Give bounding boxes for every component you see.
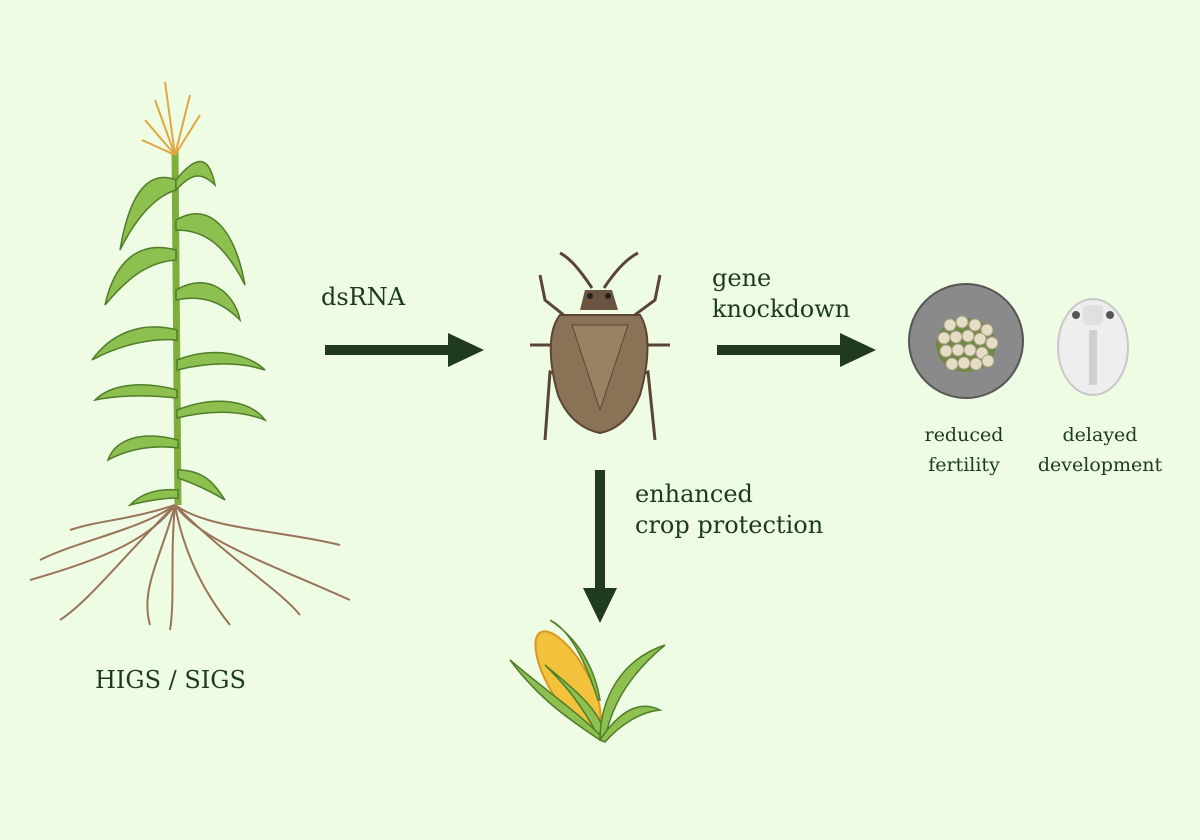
label-line: fertility xyxy=(928,454,1000,476)
nymph-illustration xyxy=(1057,298,1129,396)
label-line: development xyxy=(1037,454,1163,476)
arrow-crop-protection xyxy=(583,470,617,623)
arrow-gene-knockdown xyxy=(717,333,876,367)
stink-bug-illustration xyxy=(530,251,670,441)
tassel xyxy=(141,81,201,156)
arrow-dsrna xyxy=(325,333,484,367)
label-line: enhanced xyxy=(635,480,753,508)
label-line: reduced xyxy=(924,424,1004,446)
label-line: crop protection xyxy=(635,511,824,539)
stalk xyxy=(171,149,182,506)
delayed-development-label: delayed development xyxy=(1030,420,1170,480)
leaves xyxy=(91,160,268,507)
label-line: delayed xyxy=(1062,424,1138,446)
gene-knockdown-label: gene knockdown xyxy=(712,263,850,325)
roots xyxy=(29,504,351,631)
label-line: knockdown xyxy=(712,295,851,323)
dsrna-label: dsRNA xyxy=(321,283,406,311)
reduced-fertility-label: reduced fertility xyxy=(904,420,1024,480)
label-line: gene xyxy=(712,264,772,292)
corn-cob-illustration xyxy=(509,619,666,743)
maize-plant-illustration xyxy=(29,81,351,631)
egg-cluster-illustration xyxy=(908,283,1024,399)
higs-sigs-label: HIGS / SIGS xyxy=(95,666,246,694)
enhanced-crop-protection-label: enhanced crop protection xyxy=(635,479,823,541)
